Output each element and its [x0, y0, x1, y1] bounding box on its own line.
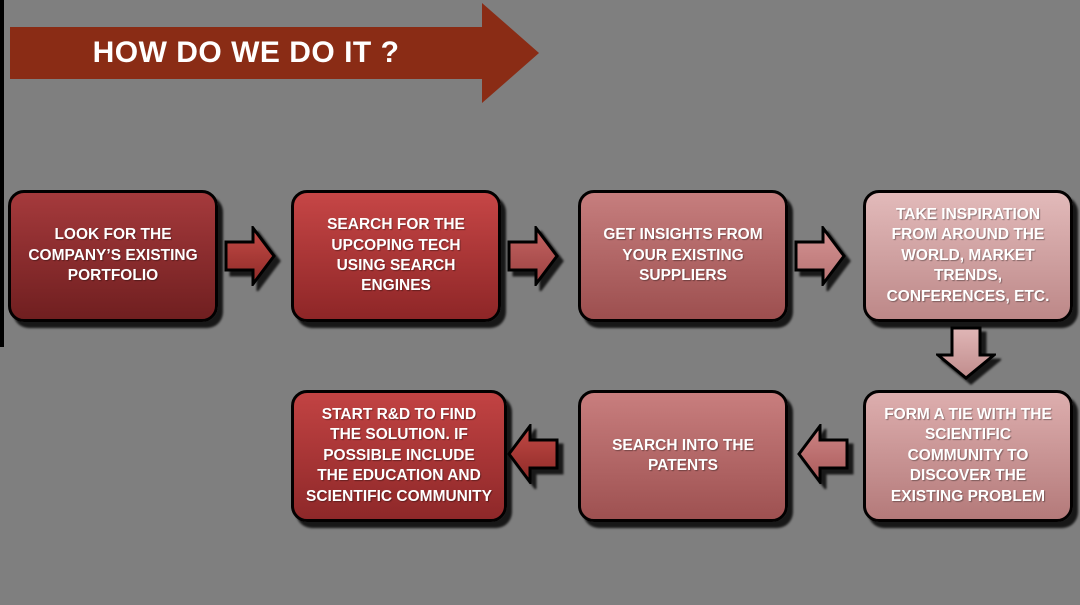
flow-box-take-inspiration: TAKE INSPIRATION FROM AROUND THE WORLD, …	[863, 190, 1073, 322]
flow-box-search-patents: SEARCH INTO THE PATENTS	[578, 390, 788, 522]
left-arrow-icon	[507, 424, 559, 484]
flow-box-label: TAKE INSPIRATION FROM AROUND THE WORLD, …	[886, 205, 1050, 305]
flow-box-label: GET INSIGHTS FROM YOUR EXISTING SUPPLIER…	[603, 226, 763, 285]
left-edge-strip	[0, 0, 4, 347]
right-arrow-icon	[794, 226, 846, 286]
flow-box-label: START R&D TO FIND THE SOLUTION. IF POSSI…	[306, 405, 492, 505]
left-arrow-icon	[797, 424, 849, 484]
flow-box-existing-portfolio: LOOK FOR THE COMPANY’S EXISTING PORTFOLI…	[8, 190, 218, 322]
right-arrow-icon	[507, 226, 559, 286]
flow-box-label: LOOK FOR THE COMPANY’S EXISTING PORTFOLI…	[28, 226, 198, 285]
flow-box-search-engines: SEARCH FOR THE UPCOPING TECH USING SEARC…	[291, 190, 501, 322]
flow-box-label: FORM A TIE WITH THE SCIENTIFIC COMMUNITY…	[884, 405, 1052, 505]
flow-box-scientific-community-tie: FORM A TIE WITH THE SCIENTIFIC COMMUNITY…	[863, 390, 1073, 522]
flow-box-label: SEARCH FOR THE UPCOPING TECH USING SEARC…	[327, 216, 465, 295]
flow-box-suppliers-insights: GET INSIGHTS FROM YOUR EXISTING SUPPLIER…	[578, 190, 788, 322]
title-banner-arrow-icon	[10, 3, 539, 103]
down-arrow-icon	[936, 326, 996, 380]
page-title: HOW DO WE DO IT ?	[92, 36, 400, 69]
flow-box-start-rnd: START R&D TO FIND THE SOLUTION. IF POSSI…	[291, 390, 507, 522]
right-arrow-icon	[224, 226, 276, 286]
flow-box-label: SEARCH INTO THE PATENTS	[612, 436, 754, 474]
